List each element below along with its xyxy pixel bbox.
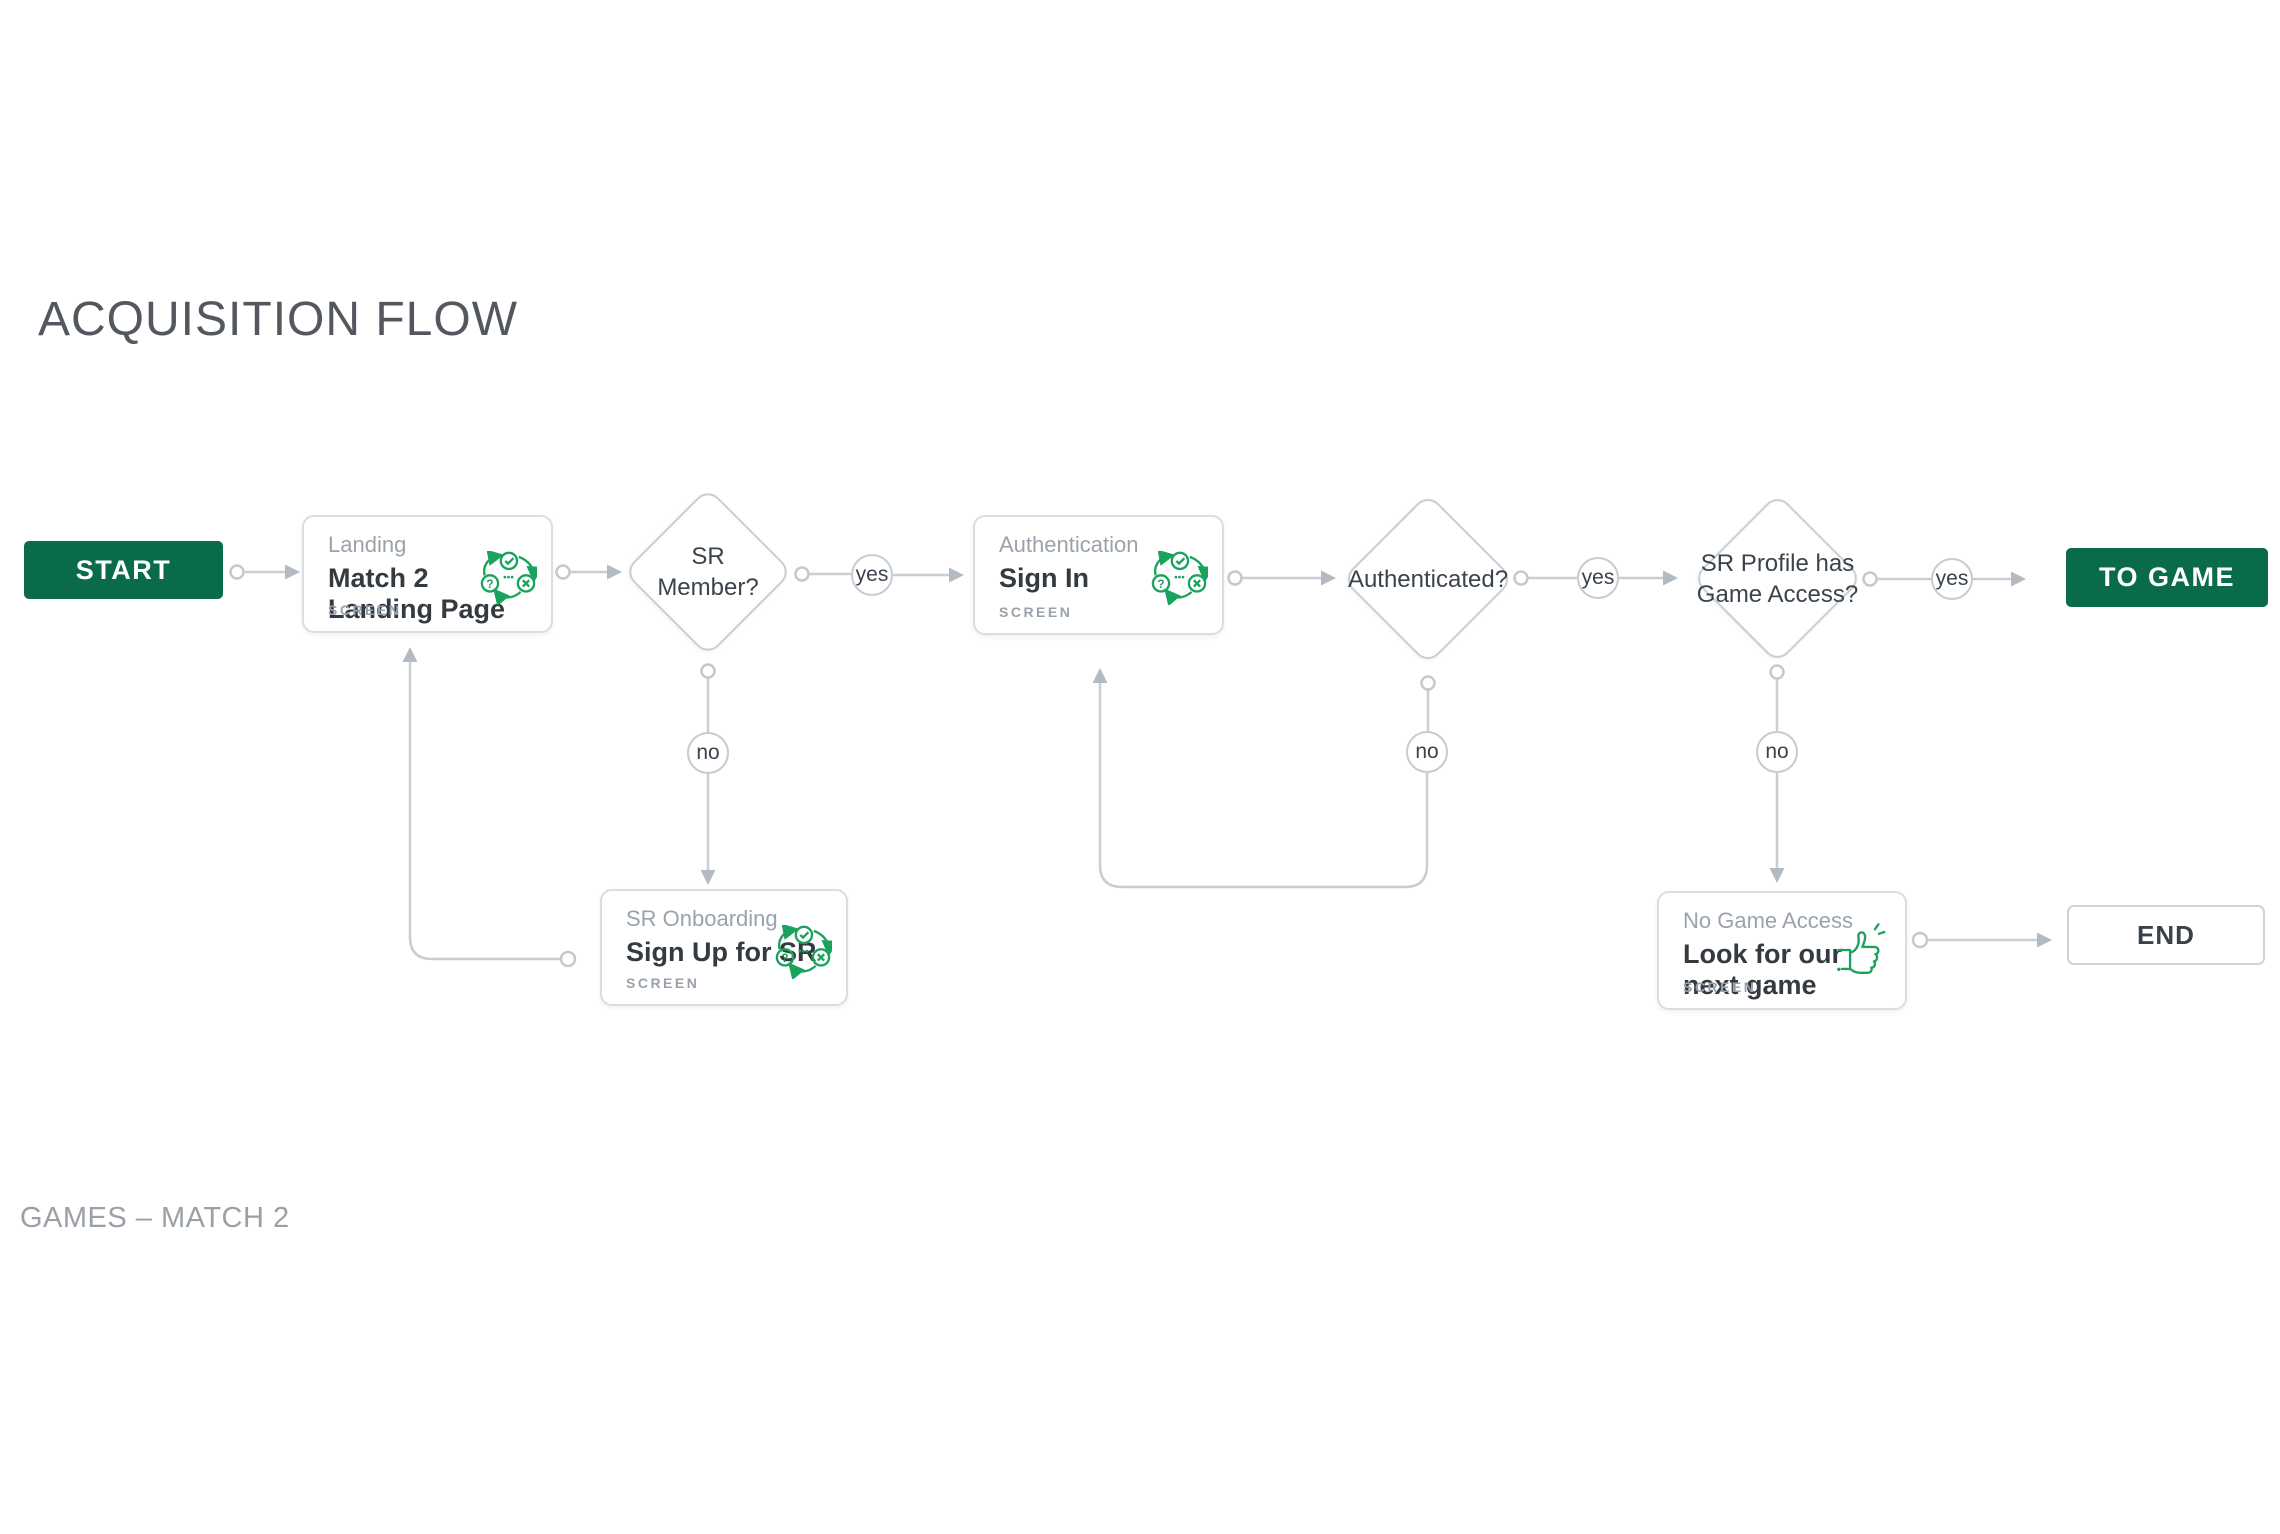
svg-text:?: ? bbox=[486, 578, 493, 591]
decision-cycle-icon: ? bbox=[1151, 551, 1208, 605]
page-title: ACQUISITION FLOW bbox=[38, 293, 519, 346]
sr-member-decision[interactable]: SR Member? bbox=[623, 487, 793, 657]
card-title-line1: Match 2 bbox=[328, 563, 429, 593]
page-footer: GAMES – MATCH 2 bbox=[20, 1202, 290, 1234]
edge-label-yes[interactable]: yes bbox=[851, 554, 893, 596]
card-category: SR Onboarding bbox=[626, 906, 778, 931]
start-label: START bbox=[75, 554, 172, 585]
decision-cycle-icon: ? bbox=[775, 925, 832, 979]
authenticated-decision[interactable]: Authenticated? bbox=[1341, 492, 1515, 666]
sign-up-card[interactable]: SR Onboarding Sign Up for SR SCREEN ? bbox=[600, 889, 848, 1006]
next-game-card[interactable]: No Game Access Look for our next game SC… bbox=[1657, 891, 1907, 1010]
card-title-line2: next game bbox=[1683, 970, 1817, 1000]
to-game-label: TO GAME bbox=[2098, 562, 2235, 592]
card-title-line1: Sign In bbox=[999, 563, 1089, 593]
connector-ports bbox=[229, 564, 1929, 968]
arrowheads bbox=[285, 564, 2052, 948]
card-title-line2: Landing Page bbox=[328, 594, 506, 624]
decision-line2: Game Access? bbox=[1696, 580, 1859, 608]
decision-line1: Authenticated? bbox=[1347, 565, 1509, 593]
edge-label-text: no bbox=[1765, 740, 1789, 763]
edge-label-text: yes bbox=[1581, 566, 1615, 589]
card-title-line1: Look for our bbox=[1683, 939, 1842, 969]
screen-badge: SCREEN bbox=[1683, 979, 1757, 995]
start-node[interactable]: START bbox=[24, 541, 223, 599]
edge-label-no[interactable]: no bbox=[1756, 731, 1798, 773]
screen-badge: SCREEN bbox=[999, 604, 1073, 620]
decision-line1: SR Profile has bbox=[1700, 549, 1855, 577]
screen-badge: SCREEN bbox=[626, 975, 700, 991]
edge-label-no[interactable]: no bbox=[687, 732, 729, 774]
edge-label-text: no bbox=[1415, 740, 1439, 763]
edge-label-no[interactable]: no bbox=[1406, 731, 1448, 773]
end-node[interactable]: END bbox=[2067, 905, 2265, 965]
thumbs-up-icon bbox=[1837, 923, 1886, 974]
end-label: END bbox=[2137, 919, 2195, 950]
to-game-node[interactable]: TO GAME bbox=[2066, 548, 2268, 607]
edge-label-yes[interactable]: yes bbox=[1931, 558, 1973, 600]
svg-text:?: ? bbox=[781, 952, 788, 965]
sign-in-card[interactable]: Authentication Sign In SCREEN ? bbox=[973, 515, 1224, 635]
card-title-line1: Sign Up for SR bbox=[626, 937, 817, 967]
card-category: No Game Access bbox=[1683, 908, 1853, 933]
decision-cycle-icon: ? bbox=[480, 551, 537, 605]
edge-label-text: yes bbox=[855, 563, 889, 586]
game-access-decision[interactable]: SR Profile has Game Access? bbox=[1691, 492, 1864, 665]
card-category: Landing bbox=[328, 532, 407, 557]
landing-page-card[interactable]: Landing Match 2 Landing Page SCREEN ? bbox=[302, 515, 553, 633]
decision-line2: Member? bbox=[657, 574, 759, 601]
screen-badge: SCREEN bbox=[328, 602, 402, 618]
edge-label-text: yes bbox=[1935, 567, 1969, 590]
edge-label-text: no bbox=[696, 741, 720, 764]
card-category: Authentication bbox=[999, 532, 1139, 557]
decision-line1: SR bbox=[691, 543, 725, 570]
edge-label-yes[interactable]: yes bbox=[1577, 557, 1619, 599]
svg-text:?: ? bbox=[1157, 578, 1164, 591]
